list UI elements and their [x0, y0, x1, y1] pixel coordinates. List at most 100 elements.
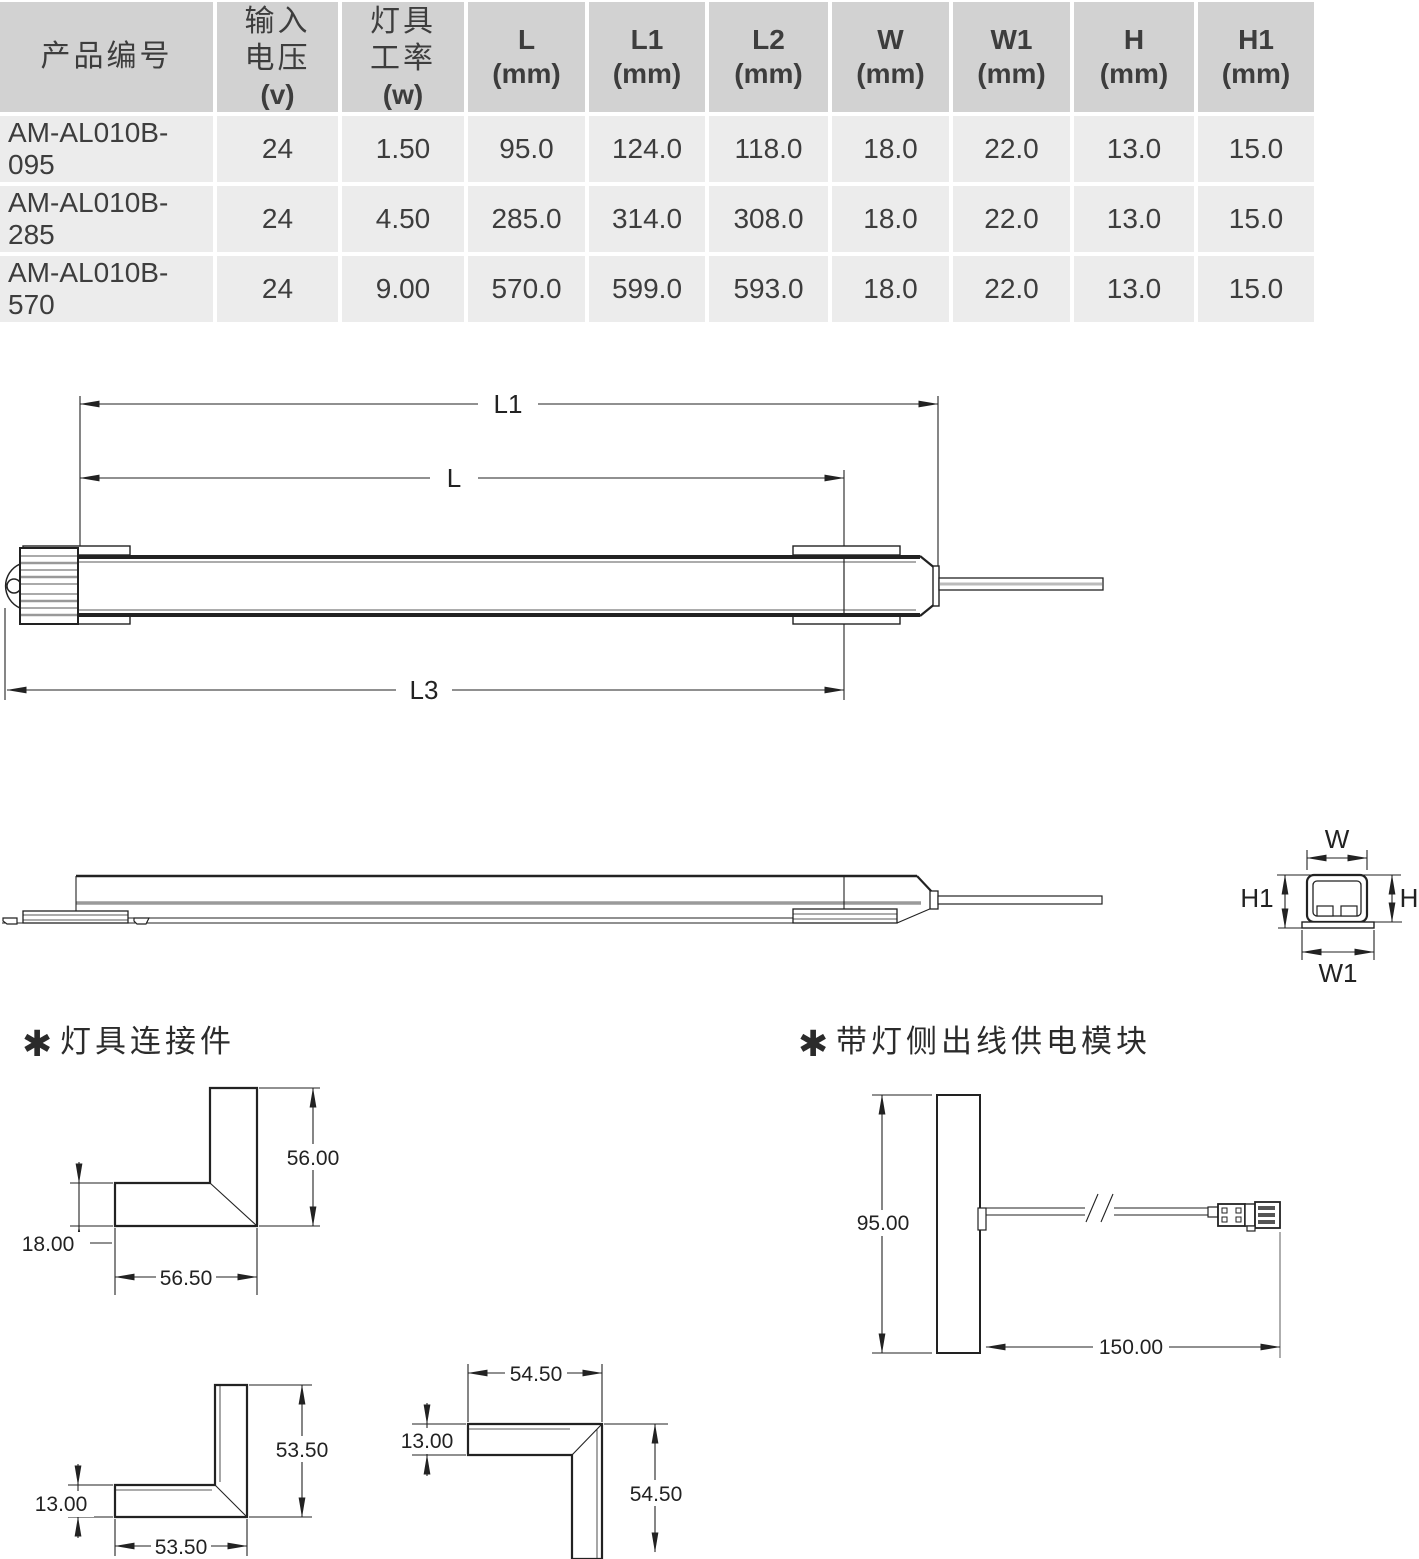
cell-w: 18.0 — [832, 186, 949, 252]
power-wire — [937, 895, 1103, 905]
plug-rib — [1258, 1213, 1275, 1217]
header-label: (v) — [260, 78, 295, 110]
cell-power: 1.50 — [342, 116, 464, 182]
label-gap — [28, 1491, 94, 1517]
asterisk-icon: ✱ — [798, 1024, 828, 1065]
header-label: 输入 — [244, 4, 311, 38]
label-gap — [430, 463, 478, 492]
dim-label-l3: L3 — [410, 675, 439, 705]
dim-label: 13.00 — [401, 1430, 454, 1453]
plug-rib — [1258, 1220, 1275, 1224]
cell-h: 13.0 — [1074, 186, 1194, 252]
header-l1: L1 (mm) — [589, 2, 705, 112]
label-gap — [151, 1533, 211, 1558]
table-header-row: 产品编号 输入 电压 (v) 灯具 工率 (w) L (mm) L1 (m — [0, 2, 1314, 112]
corner-connector-3: 54.50 13.00 54.50 — [394, 1360, 687, 1559]
end-cap — [19, 547, 79, 625]
end-slant — [896, 907, 933, 924]
cell-w1: 22.0 — [953, 186, 1070, 252]
cell-h1: 15.0 — [1198, 256, 1314, 322]
connector-section-title: 灯具连接件 — [60, 1024, 235, 1059]
header-label: (mm) — [734, 58, 803, 89]
header-label: H — [1123, 24, 1145, 56]
cross-section-drawing: W H1 H W1 — [1240, 824, 1418, 988]
header-h1: H1 (mm) — [1198, 2, 1314, 112]
dim-label: 53.50 — [276, 1439, 329, 1462]
cell-h: 13.0 — [1074, 116, 1194, 182]
header-power: 灯具 工率 (w) — [342, 2, 464, 112]
plug-pin — [1221, 1207, 1228, 1214]
header-label: L1 — [630, 24, 664, 56]
header-label: L2 — [752, 24, 785, 56]
dim-label: 95.00 — [857, 1212, 910, 1235]
header-label: 灯具 — [370, 4, 436, 38]
header-label: 电压 — [244, 42, 311, 76]
spec-table: 产品编号 输入 电压 (v) 灯具 工率 (w) L (mm) L1 (m — [0, 0, 1318, 326]
label-gap — [396, 675, 452, 704]
label-gap — [857, 1210, 909, 1236]
label-gap — [625, 1480, 687, 1506]
cell-product-code: AM-AL010B-285 — [0, 186, 213, 252]
cell-product-code: AM-AL010B-095 — [0, 116, 213, 182]
header-label: (mm) — [977, 58, 1046, 89]
cell-l: 285.0 — [468, 186, 585, 252]
table-row: AM-AL010B-570 24 9.00 570.0 599.0 593.0 … — [0, 256, 1314, 322]
cell-power: 4.50 — [342, 186, 464, 252]
label-gap — [505, 1360, 567, 1386]
technical-drawings: L1 L L3 — [2, 389, 1418, 1559]
dim-label: 53.50 — [155, 1536, 208, 1559]
cell-l1: 599.0 — [589, 256, 705, 322]
plug-collar — [1244, 1203, 1256, 1227]
section-titles: ✱ 灯具连接件 ✱ 带灯侧出线供电模块 — [22, 1024, 1151, 1065]
label-gap — [283, 1144, 343, 1170]
cell-voltage: 24 — [217, 116, 338, 182]
cable-gland — [932, 565, 940, 607]
dim-label-h: H — [1400, 883, 1419, 913]
end-chamfer — [916, 875, 933, 893]
clip-foot — [133, 917, 150, 925]
miter-line — [214, 1484, 248, 1518]
header-input-voltage: 输入 电压 (v) — [217, 2, 338, 112]
corner-connector-1: 56.00 18.00 56.50 — [8, 1086, 343, 1295]
cell-voltage: 24 — [217, 256, 338, 322]
plug-latch — [1246, 1225, 1256, 1232]
table-row: AM-AL010B-285 24 4.50 285.0 314.0 308.0 … — [0, 186, 1314, 252]
header-label: 产品编号 — [40, 40, 173, 74]
plug-rib — [1258, 1206, 1275, 1210]
break-mark — [1085, 1193, 1099, 1223]
power-module-section-title: 带灯侧出线供电模块 — [836, 1024, 1151, 1059]
header-label: (mm) — [612, 58, 682, 89]
plan-view-drawing: L1 L L3 — [4, 389, 1104, 705]
header-h: H (mm) — [1074, 2, 1194, 112]
header-l: L (mm) — [468, 2, 585, 112]
mounting-clip — [22, 910, 129, 924]
cell-l1: 124.0 — [589, 116, 705, 182]
dim-label: 150.00 — [1099, 1336, 1163, 1359]
miter-line — [571, 1423, 603, 1456]
cell-h1: 15.0 — [1198, 116, 1314, 182]
asterisk-icon: ✱ — [22, 1024, 52, 1065]
label-gap — [394, 1428, 460, 1454]
dim-label-h1: H1 — [1240, 883, 1273, 913]
cell-l2: 308.0 — [709, 186, 828, 252]
plug-pin — [1235, 1216, 1242, 1223]
cell-w1: 22.0 — [953, 256, 1070, 322]
header-label: W1 — [990, 24, 1033, 56]
table-row: AM-AL010B-095 24 1.50 95.0 124.0 118.0 1… — [0, 116, 1314, 182]
header-w: W (mm) — [832, 2, 949, 112]
cell-l: 95.0 — [468, 116, 585, 182]
dim-label: 54.50 — [630, 1483, 683, 1506]
side-view-drawing — [2, 874, 1103, 925]
plug-pin — [1221, 1216, 1228, 1223]
cell-l1: 314.0 — [589, 186, 705, 252]
dim-label: 54.50 — [510, 1363, 563, 1386]
lug-hole — [6, 578, 22, 594]
plug-pin — [1235, 1207, 1242, 1214]
break-mark — [1100, 1193, 1114, 1223]
miter-line — [209, 1182, 258, 1227]
end-cap-ribs — [21, 555, 77, 617]
header-label: 工率 — [370, 42, 436, 76]
power-module-drawing: 95.00 150.00 — [857, 1094, 1281, 1360]
power-module-bar — [936, 1094, 981, 1354]
